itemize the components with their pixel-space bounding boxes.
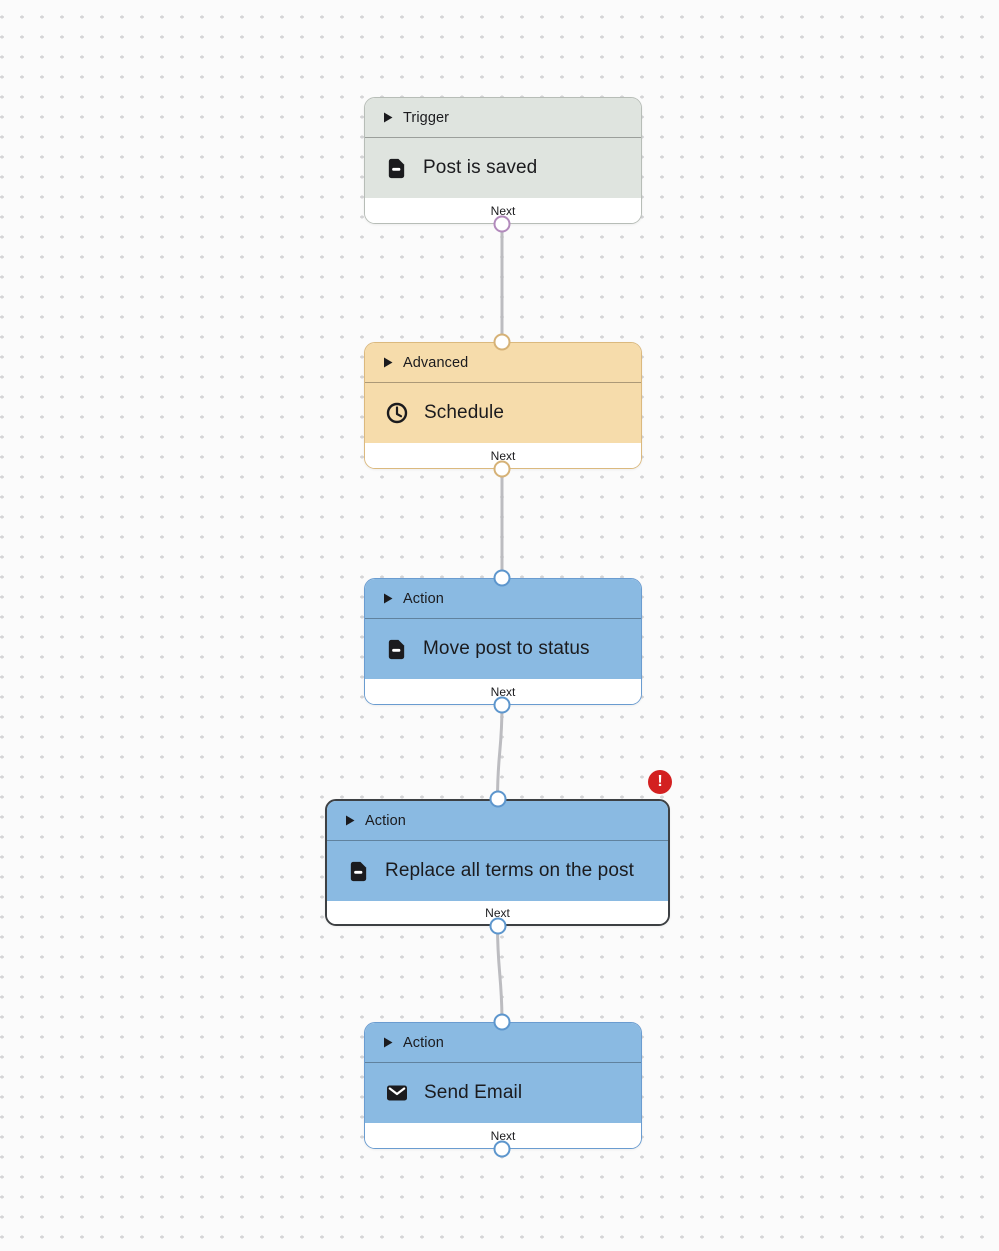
node-footer: Next xyxy=(327,901,668,924)
node-title: Replace all terms on the post xyxy=(385,860,634,881)
document-icon xyxy=(388,158,405,178)
next-label: Next xyxy=(490,448,516,463)
node-body: Move post to status xyxy=(365,619,641,679)
collapse-arrow-icon[interactable] xyxy=(383,593,393,604)
collapse-arrow-icon[interactable] xyxy=(383,357,393,368)
error-badge[interactable]: ! xyxy=(648,770,672,794)
collapse-arrow-icon[interactable] xyxy=(383,1037,393,1048)
node-action-send-email[interactable]: Action Send Email Next xyxy=(364,1022,642,1149)
connector-handle-move-output[interactable] xyxy=(493,696,511,714)
node-trigger-post-is-saved[interactable]: Trigger Post is saved Next xyxy=(364,97,642,224)
node-header[interactable]: Trigger xyxy=(365,98,641,138)
next-label: Next xyxy=(490,1128,516,1143)
connector-handle-advanced-input[interactable] xyxy=(493,333,511,351)
node-title: Schedule xyxy=(424,402,505,423)
node-body: Schedule xyxy=(365,383,641,443)
edge-move-replace xyxy=(496,704,504,800)
node-category-label: Advanced xyxy=(403,354,469,371)
connector-handle-advanced-output[interactable] xyxy=(493,460,511,478)
node-advanced-schedule[interactable]: Advanced Schedule Next xyxy=(364,342,642,469)
node-title: Move post to status xyxy=(423,638,590,659)
connector-handle-send-output[interactable] xyxy=(493,1140,511,1158)
connector-handle-send-input[interactable] xyxy=(493,1013,511,1031)
node-action-replace-all-terms[interactable]: Action Replace all terms on the post Nex… xyxy=(325,799,670,926)
node-body: Replace all terms on the post xyxy=(327,841,668,901)
node-body: Send Email xyxy=(365,1063,641,1123)
connector-handle-replace-output[interactable] xyxy=(489,917,506,935)
node-body: Post is saved xyxy=(365,138,641,198)
collapse-arrow-icon[interactable] xyxy=(383,112,393,123)
connector-handle-trigger-output[interactable] xyxy=(493,215,511,233)
node-category-label: Action xyxy=(403,1034,444,1051)
connector-handle-move-input[interactable] xyxy=(493,569,511,587)
email-icon xyxy=(387,1085,407,1101)
collapse-arrow-icon[interactable] xyxy=(345,815,355,826)
next-label: Next xyxy=(485,905,510,920)
edge-replace-send xyxy=(496,925,504,1023)
node-category-label: Action xyxy=(403,590,444,607)
connector-handle-replace-input[interactable] xyxy=(489,790,506,808)
node-header[interactable]: Action xyxy=(327,801,668,841)
document-icon xyxy=(350,861,367,881)
document-icon xyxy=(388,639,405,659)
next-label: Next xyxy=(490,684,516,699)
node-title: Send Email xyxy=(424,1082,523,1103)
next-label: Next xyxy=(490,203,516,218)
node-category-label: Trigger xyxy=(403,109,450,126)
node-action-move-post-to-status[interactable]: Action Move post to status Next xyxy=(364,578,642,705)
node-category-label: Action xyxy=(365,812,406,829)
clock-icon xyxy=(386,402,408,424)
node-title: Post is saved xyxy=(423,157,538,178)
